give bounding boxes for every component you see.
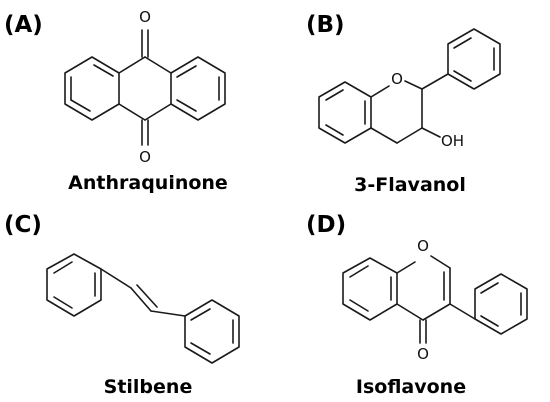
stilbene-double-bond: [130, 287, 152, 312]
isoflavone-carbonyl-oxygen: O: [417, 345, 429, 363]
panel-b: (B) O OH 3-Flavanol: [306, 12, 501, 196]
anthraquinone-structure: O O: [64, 8, 226, 166]
anthraquinone-label: Anthraquinone: [68, 172, 228, 194]
panel-b-label: (B): [306, 12, 345, 38]
flavanol-label: 3-Flavanol: [354, 174, 466, 196]
stilbene-structure: [46, 253, 240, 364]
anthraquinone-right-ring: [170, 56, 226, 121]
panel-c-label: (C): [4, 212, 42, 238]
anthraquinone-left-ring: [64, 56, 120, 121]
panel-c: (C) Stilbene: [4, 212, 240, 398]
flavanol-structure: O OH: [318, 28, 501, 150]
panel-a-label: (A): [4, 12, 43, 38]
isoflavone-phenyl-ring: [474, 273, 528, 335]
isoflavone-benzene-ring: [342, 257, 398, 321]
panel-a: (A) O O Anthraquinone: [4, 8, 228, 194]
hydroxyl-group: OH: [441, 132, 464, 150]
panel-d-label: (D): [306, 212, 346, 238]
oxygen-atom-top: O: [139, 8, 151, 26]
stilbene-label: Stilbene: [104, 376, 193, 398]
flavanol-ring-oxygen: O: [391, 70, 403, 88]
stilbene-left-ring: [46, 253, 102, 317]
panel-d: (D) O O Isoflavone: [306, 212, 528, 398]
isoflavone-ring-oxygen: O: [417, 237, 429, 255]
isoflavone-structure: O O: [342, 237, 528, 363]
flavanol-benzene-ring: [318, 81, 372, 144]
flavanol-phenyl-ring: [447, 28, 501, 90]
stilbene-right-ring: [184, 299, 240, 364]
oxygen-atom-bottom: O: [139, 148, 151, 166]
isoflavone-label: Isoflavone: [356, 376, 466, 398]
